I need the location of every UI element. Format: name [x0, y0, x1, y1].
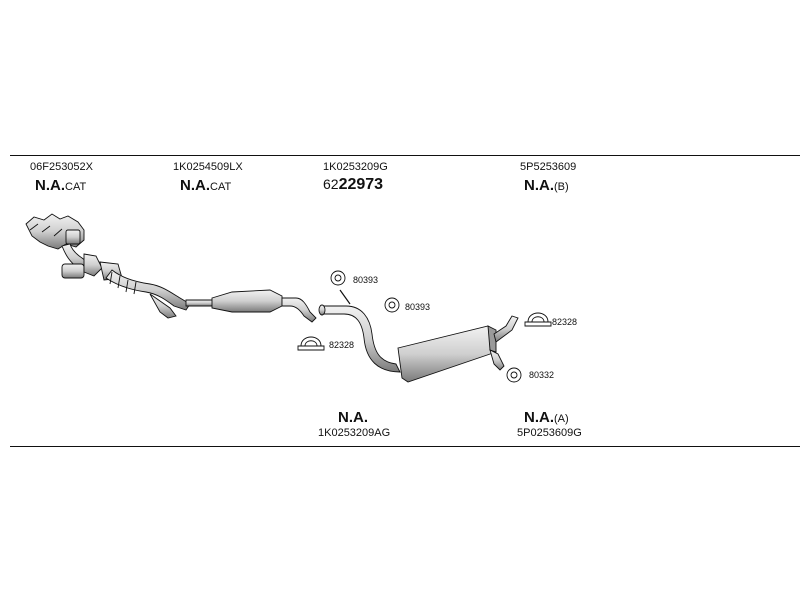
label-name: N.A. — [35, 177, 65, 194]
part-number-rear-silencer-top: 5P5253609 — [520, 161, 577, 173]
top-divider-line — [10, 155, 800, 156]
clamp-82328-right — [524, 312, 552, 327]
nut-80393-1 — [330, 270, 346, 286]
exhaust-manifold-cat — [25, 213, 123, 281]
label-number-prefix: 62 — [323, 176, 339, 192]
callout-nut-1: 80393 — [353, 275, 379, 285]
part-number-middle-silencer: 1K0253209AG — [318, 427, 391, 439]
label-number-main: 22973 — [338, 176, 384, 193]
callout-clamp-right: 82328 — [552, 317, 578, 327]
middle-pipe — [318, 304, 401, 373]
callout-clamp-left: 82328 — [329, 340, 355, 350]
label-suffix: (B) — [554, 181, 569, 193]
label-suffix: CAT — [210, 181, 232, 193]
label-middle-silencer: N.A. — [338, 410, 368, 426]
part-number-manifold-cat: 06F253052X — [30, 161, 93, 173]
clamp-82328-left — [297, 336, 325, 351]
rear-silencer — [397, 315, 519, 383]
label-name: N.A. — [180, 177, 210, 194]
label-middle-pipe-number: 6222973 — [323, 177, 383, 193]
label-name: N.A. — [524, 177, 554, 194]
label-name: N.A. — [524, 409, 554, 426]
label-manifold-cat: N.A.CAT — [35, 178, 86, 194]
bottom-divider-line — [10, 446, 800, 447]
callout-hanger: 80332 — [529, 370, 555, 380]
part-number-rear-silencer-bottom: 5P0253609G — [517, 427, 582, 439]
callout-nut-2: 80393 — [405, 302, 431, 312]
hanger-80332 — [506, 367, 522, 383]
label-rear-silencer-bottom: N.A.(A) — [524, 410, 569, 426]
part-number-front-cat: 1K0254509LX — [173, 161, 243, 173]
label-rear-silencer-top: N.A.(B) — [524, 178, 569, 194]
label-suffix: (A) — [554, 413, 569, 425]
label-front-cat: N.A.CAT — [180, 178, 231, 194]
label-name: N.A. — [338, 409, 368, 426]
label-suffix: CAT — [65, 181, 87, 193]
nut-80393-2 — [384, 297, 400, 313]
front-silencer — [211, 289, 317, 323]
front-pipe-cat — [105, 269, 215, 319]
connector-pin — [339, 289, 351, 305]
part-number-middle-pipe: 1K0253209G — [323, 161, 388, 173]
